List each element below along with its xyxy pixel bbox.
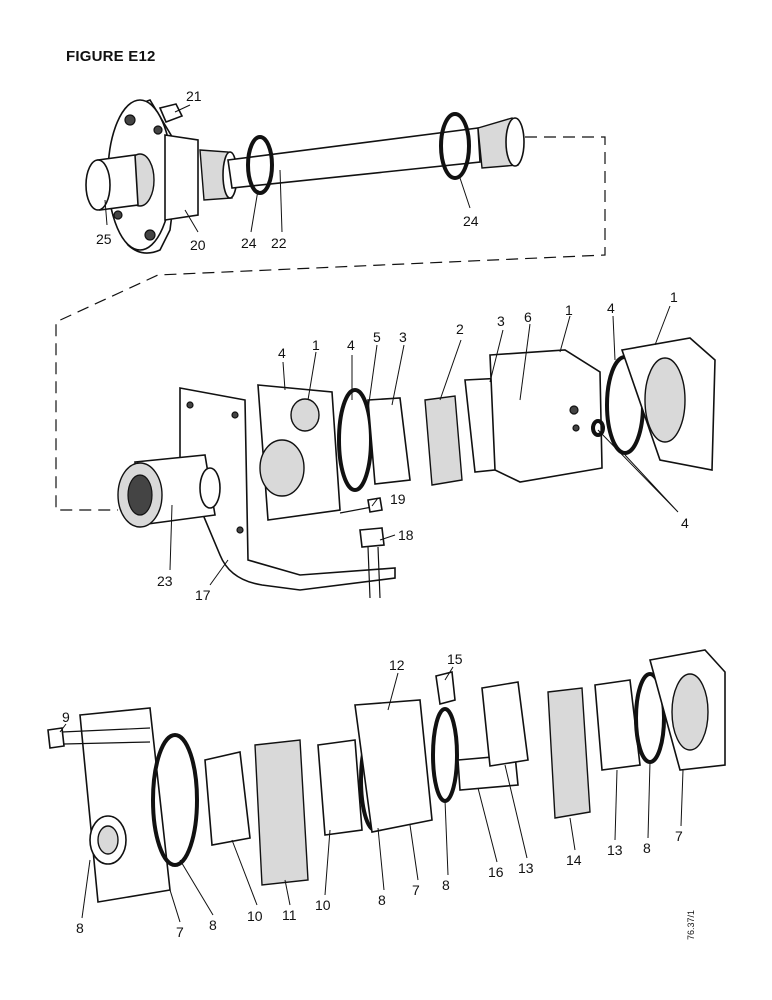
sleeve-bore <box>127 474 153 516</box>
bracket-hole <box>231 411 239 419</box>
callout-2: 2 <box>456 321 464 337</box>
callout-11: 11 <box>282 907 297 923</box>
callout-8-c: 8 <box>378 892 386 908</box>
callout-24-right: 24 <box>463 213 479 229</box>
leader-lines <box>59 104 684 923</box>
callout-3-b: 3 <box>497 313 505 329</box>
bottom-pump-assembly <box>47 649 726 903</box>
seal-ring-8-left <box>151 733 199 867</box>
drive-shaft-assembly <box>55 99 606 511</box>
bolt-18-shank <box>367 546 381 599</box>
callout-1-b: 1 <box>565 302 573 318</box>
callout-1-a: 1 <box>312 337 320 353</box>
callout-8-b: 8 <box>209 917 217 933</box>
hub-part <box>164 134 199 221</box>
bushing-block-13-front <box>481 681 529 767</box>
drive-gear-2 <box>424 395 463 486</box>
body-port-seal <box>591 419 605 437</box>
seal-ring-4-front <box>337 388 373 492</box>
bracket-hole <box>186 401 194 409</box>
sleeve-collar <box>199 467 221 509</box>
callout-12: 12 <box>389 657 405 673</box>
callout-14: 14 <box>566 852 582 868</box>
callout-5: 5 <box>373 329 381 345</box>
spline-gear-right-face <box>505 117 525 167</box>
o-ring-24-left <box>246 135 274 195</box>
callout-24-left: 24 <box>241 235 257 251</box>
flange-hole <box>113 210 123 220</box>
bracket-17 <box>179 387 396 591</box>
bracket-hole <box>236 526 244 534</box>
callout-18: 18 <box>398 527 414 543</box>
bolt-21-head <box>158 103 184 124</box>
callout-7-c: 7 <box>675 828 683 844</box>
callout-6: 6 <box>524 309 532 325</box>
callout-25: 25 <box>96 231 112 247</box>
bushing-block-13-rear <box>594 679 641 771</box>
callout-13-a: 13 <box>518 860 534 876</box>
callout-23: 23 <box>157 573 173 589</box>
callout-9: 9 <box>62 709 70 725</box>
callout-19: 19 <box>390 491 406 507</box>
callout-1-c: 1 <box>670 289 678 305</box>
callout-10-a: 10 <box>247 908 263 924</box>
callout-8-a: 8 <box>76 920 84 936</box>
callout-labels: 21 25 20 24 22 24 4 1 4 5 3 2 3 6 1 4 1 … <box>62 88 689 940</box>
bolt-9-head <box>47 727 65 749</box>
callout-4-c: 4 <box>607 300 615 316</box>
callout-8-e: 8 <box>643 840 651 856</box>
callout-8-d: 8 <box>442 877 450 893</box>
figure-title: FIGURE E12 <box>66 48 156 65</box>
bushing-block-10-right <box>317 739 363 836</box>
callout-4-d: 4 <box>681 515 689 531</box>
callout-15: 15 <box>447 651 463 667</box>
boss-face <box>85 159 111 211</box>
callout-13-b: 13 <box>607 842 623 858</box>
bolt-18-head <box>359 527 385 548</box>
body-port <box>572 424 580 432</box>
o-ring-24-right <box>439 112 471 180</box>
bushing-block-3-front <box>367 397 411 485</box>
flange-hole <box>144 229 156 241</box>
callout-16: 16 <box>488 864 504 880</box>
front-cover-port <box>259 439 305 497</box>
bolt-19 <box>339 506 373 514</box>
callout-17: 17 <box>195 587 211 603</box>
body-port <box>569 405 579 415</box>
callout-10-b: 10 <box>315 897 331 913</box>
end-cover-port-bore <box>97 825 119 855</box>
callout-4-a: 4 <box>278 345 286 361</box>
rear-cover-recess <box>644 357 686 443</box>
callout-7-b: 7 <box>412 882 420 898</box>
callout-21: 21 <box>186 88 202 104</box>
end-cover-7-left <box>79 707 171 903</box>
callout-4-b: 4 <box>347 337 355 353</box>
middle-pump-assembly <box>117 337 716 599</box>
bolt-15 <box>435 671 456 706</box>
bolt-9-shank <box>61 727 151 745</box>
gear-pair-14 <box>547 687 591 819</box>
centre-plate-7 <box>354 699 433 833</box>
shaft-22 <box>227 127 481 189</box>
flange-hole <box>153 125 163 135</box>
gear-pair-11 <box>254 739 309 886</box>
seal-ring-8-centre <box>431 707 459 803</box>
callout-7-a: 7 <box>176 924 184 940</box>
callout-20: 20 <box>190 237 206 253</box>
dashed-routing-line <box>55 136 606 511</box>
callout-3-a: 3 <box>399 329 407 345</box>
front-cover-port <box>290 398 320 432</box>
bolt-19-head <box>367 497 383 513</box>
flange-hole <box>124 114 136 126</box>
end-cover-recess <box>671 673 709 751</box>
pump-body-1 <box>489 349 603 483</box>
callout-22: 22 <box>271 235 287 251</box>
bushing-block-10-left <box>204 751 251 846</box>
